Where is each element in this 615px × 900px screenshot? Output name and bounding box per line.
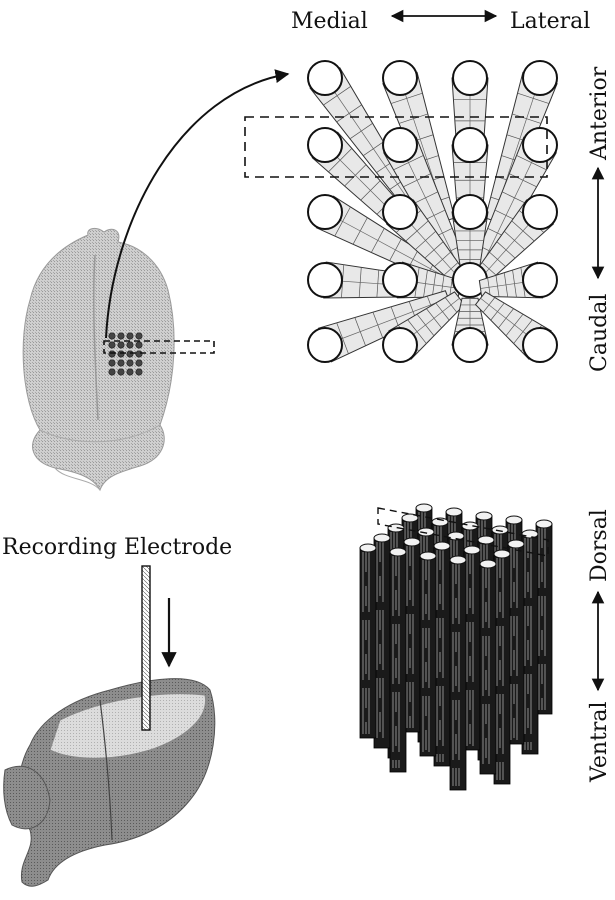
recording-electrode — [141, 565, 151, 731]
column-axis-line — [324, 77, 410, 203]
column-body — [479, 563, 497, 775]
electrode-site — [452, 60, 488, 96]
label-ventral: Ventral — [587, 701, 612, 783]
column-top — [415, 503, 433, 513]
medial-lateral-axis: Medial Lateral — [291, 9, 590, 34]
electrode-site — [522, 127, 558, 163]
column-body — [521, 533, 539, 755]
column-top — [475, 511, 493, 521]
label-lateral: Lateral — [510, 9, 590, 34]
column-top — [401, 513, 419, 523]
electrode-site — [522, 262, 558, 298]
column-top — [419, 551, 437, 561]
label-recording-electrode: Recording Electrode — [2, 535, 232, 560]
label-caudal: Caudal — [587, 294, 612, 372]
column-top — [493, 549, 511, 559]
electrode-site — [382, 327, 418, 363]
label-anterior: Anterior — [587, 66, 612, 161]
brain-lateral-view: Recording Electrode — [2, 535, 232, 887]
column-top — [507, 539, 525, 549]
column-top — [403, 537, 421, 547]
electrode-site — [452, 327, 488, 363]
column-top — [479, 559, 497, 569]
electrode-site — [382, 127, 418, 163]
column-top — [445, 507, 463, 517]
column-top — [447, 531, 465, 541]
column-top — [373, 533, 391, 543]
electrode-site — [382, 60, 418, 96]
electrode-site — [452, 127, 488, 163]
column-body — [389, 551, 407, 773]
electrode-site — [382, 262, 418, 298]
column-axis-line — [480, 144, 541, 269]
anterior-slice-outline — [244, 116, 548, 178]
anterior-caudal-axis: Anterior Caudal — [587, 66, 612, 372]
column-top — [491, 525, 509, 535]
column-axis-line — [399, 144, 460, 269]
column-top — [463, 545, 481, 555]
electrode-site — [522, 327, 558, 363]
implant-slice-outline — [103, 340, 215, 354]
dorsal-ventral-axis: Dorsal Ventral — [587, 509, 612, 783]
column-body — [419, 555, 437, 757]
column-top — [449, 555, 467, 565]
column-body — [449, 559, 467, 791]
column-top — [535, 519, 553, 529]
column-body — [535, 523, 553, 715]
column-grid-top-view — [307, 60, 558, 363]
column-top — [521, 529, 539, 539]
column-top — [359, 543, 377, 553]
column-block-3d — [359, 503, 553, 791]
electrode-site — [307, 262, 343, 298]
column-axis-line — [324, 297, 449, 346]
column-body — [359, 547, 377, 739]
electrode-site — [522, 194, 558, 230]
column-top — [433, 541, 451, 551]
electrode-site — [307, 127, 343, 163]
electrode-site — [307, 194, 343, 230]
column-top — [417, 527, 435, 537]
column-top — [505, 515, 523, 525]
electrode-site — [522, 60, 558, 96]
column-top — [431, 517, 449, 527]
column-top — [387, 523, 405, 533]
column-top — [389, 547, 407, 557]
electrode-site — [307, 60, 343, 96]
column-axis-line — [324, 211, 449, 279]
electrode-site — [307, 327, 343, 363]
electrode-site — [452, 194, 488, 230]
electrode-site — [382, 194, 418, 230]
brain-dorsal-view — [22, 227, 215, 492]
label-dorsal: Dorsal — [587, 509, 612, 582]
zoom-arrow — [105, 69, 290, 339]
label-medial: Medial — [291, 9, 368, 34]
